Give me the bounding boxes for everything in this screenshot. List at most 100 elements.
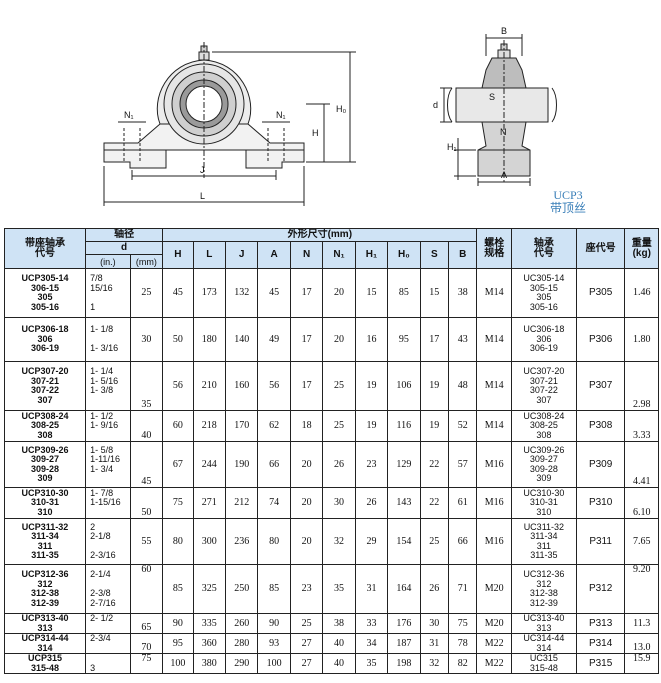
shaft-inch-cell: 2-3/4 <box>85 633 131 654</box>
unit-code-cell-line: UCP308-24 <box>21 410 69 421</box>
caption-model: UCP3 <box>553 188 583 202</box>
dim-cell-N: 20 <box>289 487 324 519</box>
weight-cell: 4.41 <box>624 441 659 488</box>
shaft-mm-cell: 40 <box>129 410 164 442</box>
bearing-code-cell-line: 308-25 <box>529 420 558 431</box>
shaft-inch-cell-line: 1- 1/4 <box>90 366 114 376</box>
dim-cell-B: 75 <box>447 613 478 634</box>
shaft-inch-cell-line: 1-11/16 <box>90 454 120 464</box>
bearing-code-cell-line: 312-39 <box>529 597 558 608</box>
dim-cell-J: 212 <box>224 487 259 519</box>
housing-code-cell: P309 <box>575 441 626 488</box>
unit-code-cell-line: 306-19 <box>31 343 60 354</box>
dim-cell-N: 17 <box>289 268 324 318</box>
header-bolt: 螺栓 规格 <box>476 228 512 269</box>
dim-cell-A: 49 <box>257 317 291 362</box>
dim-cell-S: 32 <box>419 653 449 674</box>
dim-cell-N: 23 <box>289 564 324 614</box>
header-bearing: 轴承 代号 <box>510 228 577 269</box>
dim-cell-A: 80 <box>257 518 291 565</box>
dim-cell-H0: 143 <box>387 487 421 519</box>
dim-cell-N1: 40 <box>322 653 356 674</box>
shaft-mm-cell: 45 <box>129 441 164 488</box>
housing-code-cell: P312 <box>575 564 626 614</box>
shaft-inch-cell-line <box>90 624 129 633</box>
bearing-code-cell-line: UC309-26 <box>523 444 565 455</box>
front-view <box>103 42 356 206</box>
label-H1-side: H₁ <box>447 142 457 152</box>
dim-cell-B: 82 <box>447 653 478 674</box>
dim-cell-H1: 29 <box>354 518 389 565</box>
shaft-inch-cell-line: 1- 7/8 <box>90 487 114 498</box>
shaft-inch-cell-line <box>90 644 129 653</box>
shaft-inch-cell-line: 2 <box>90 521 96 532</box>
shaft-inch-cell-line: 2- 1/2 <box>90 613 114 623</box>
dim-cell-L: 173 <box>192 268 226 318</box>
header-col-H0: H₀ <box>387 241 421 269</box>
bearing-code-cell-line: 309-27 <box>529 454 558 464</box>
housing-code-cell: P314 <box>575 633 626 654</box>
header-inch: (in.) <box>85 254 131 269</box>
bearing-code-cell-line: 310 <box>536 506 552 517</box>
dim-cell-H0: 85 <box>387 268 421 318</box>
shaft-inch-cell-line: 7/8 <box>90 273 103 283</box>
weight-cell: 7.65 <box>624 518 659 565</box>
dim-cell-H0: 164 <box>387 564 421 614</box>
dim-cell-H0: 106 <box>387 361 421 411</box>
dim-cell-J: 170 <box>224 410 259 442</box>
bearing-code-cell-line: 308 <box>536 429 552 440</box>
bearing-code-cell-line: 307 <box>536 394 552 405</box>
bolt-cell: M14 <box>476 268 512 318</box>
label-d: d <box>433 100 438 110</box>
unit-code-cell-line: UCP305-14 <box>21 273 69 283</box>
dim-cell-N1: 25 <box>322 410 356 442</box>
label-L: L <box>200 191 205 201</box>
bolt-cell: M16 <box>476 441 512 488</box>
dim-cell-J: 132 <box>224 268 259 318</box>
bearing-code-cell-line: UC314-44 <box>523 633 565 643</box>
unit-code-cell-line: 306-15 <box>31 282 60 293</box>
bearing-code-cell-line: UC306-18 <box>523 324 565 335</box>
bearing-code-cell-line: 310-31 <box>529 497 558 508</box>
dim-cell-L: 335 <box>192 613 226 634</box>
shaft-inch-cell-line <box>90 293 129 303</box>
dim-cell-A: 100 <box>257 653 291 674</box>
label-H: H <box>312 128 319 138</box>
label-S: S <box>489 92 495 102</box>
weight-cell: 11.3 <box>624 613 659 634</box>
unit-code-cell-line: 315-48 <box>31 662 60 673</box>
dim-cell-H1: 35 <box>354 653 389 674</box>
weight-cell: 15.9 <box>624 653 659 674</box>
dim-cell-H1: 15 <box>354 268 389 318</box>
dim-cell-A: 62 <box>257 410 291 442</box>
housing-code-cell: P315 <box>575 653 626 674</box>
dim-cell-H: 85 <box>162 564 194 614</box>
shaft-mm-cell: 60 <box>129 564 164 614</box>
dim-cell-N1: 30 <box>322 487 356 519</box>
bearing-code-cell-line: 309-28 <box>529 463 558 474</box>
header-col-B: B <box>447 241 478 269</box>
dim-cell-H: 50 <box>162 317 194 362</box>
dim-cell-A: 56 <box>257 361 291 411</box>
side-view <box>440 34 557 186</box>
unit-code-cell-line: UCP313-40 <box>21 613 69 623</box>
header-d: d <box>85 241 164 255</box>
dim-cell-L: 180 <box>192 317 226 362</box>
